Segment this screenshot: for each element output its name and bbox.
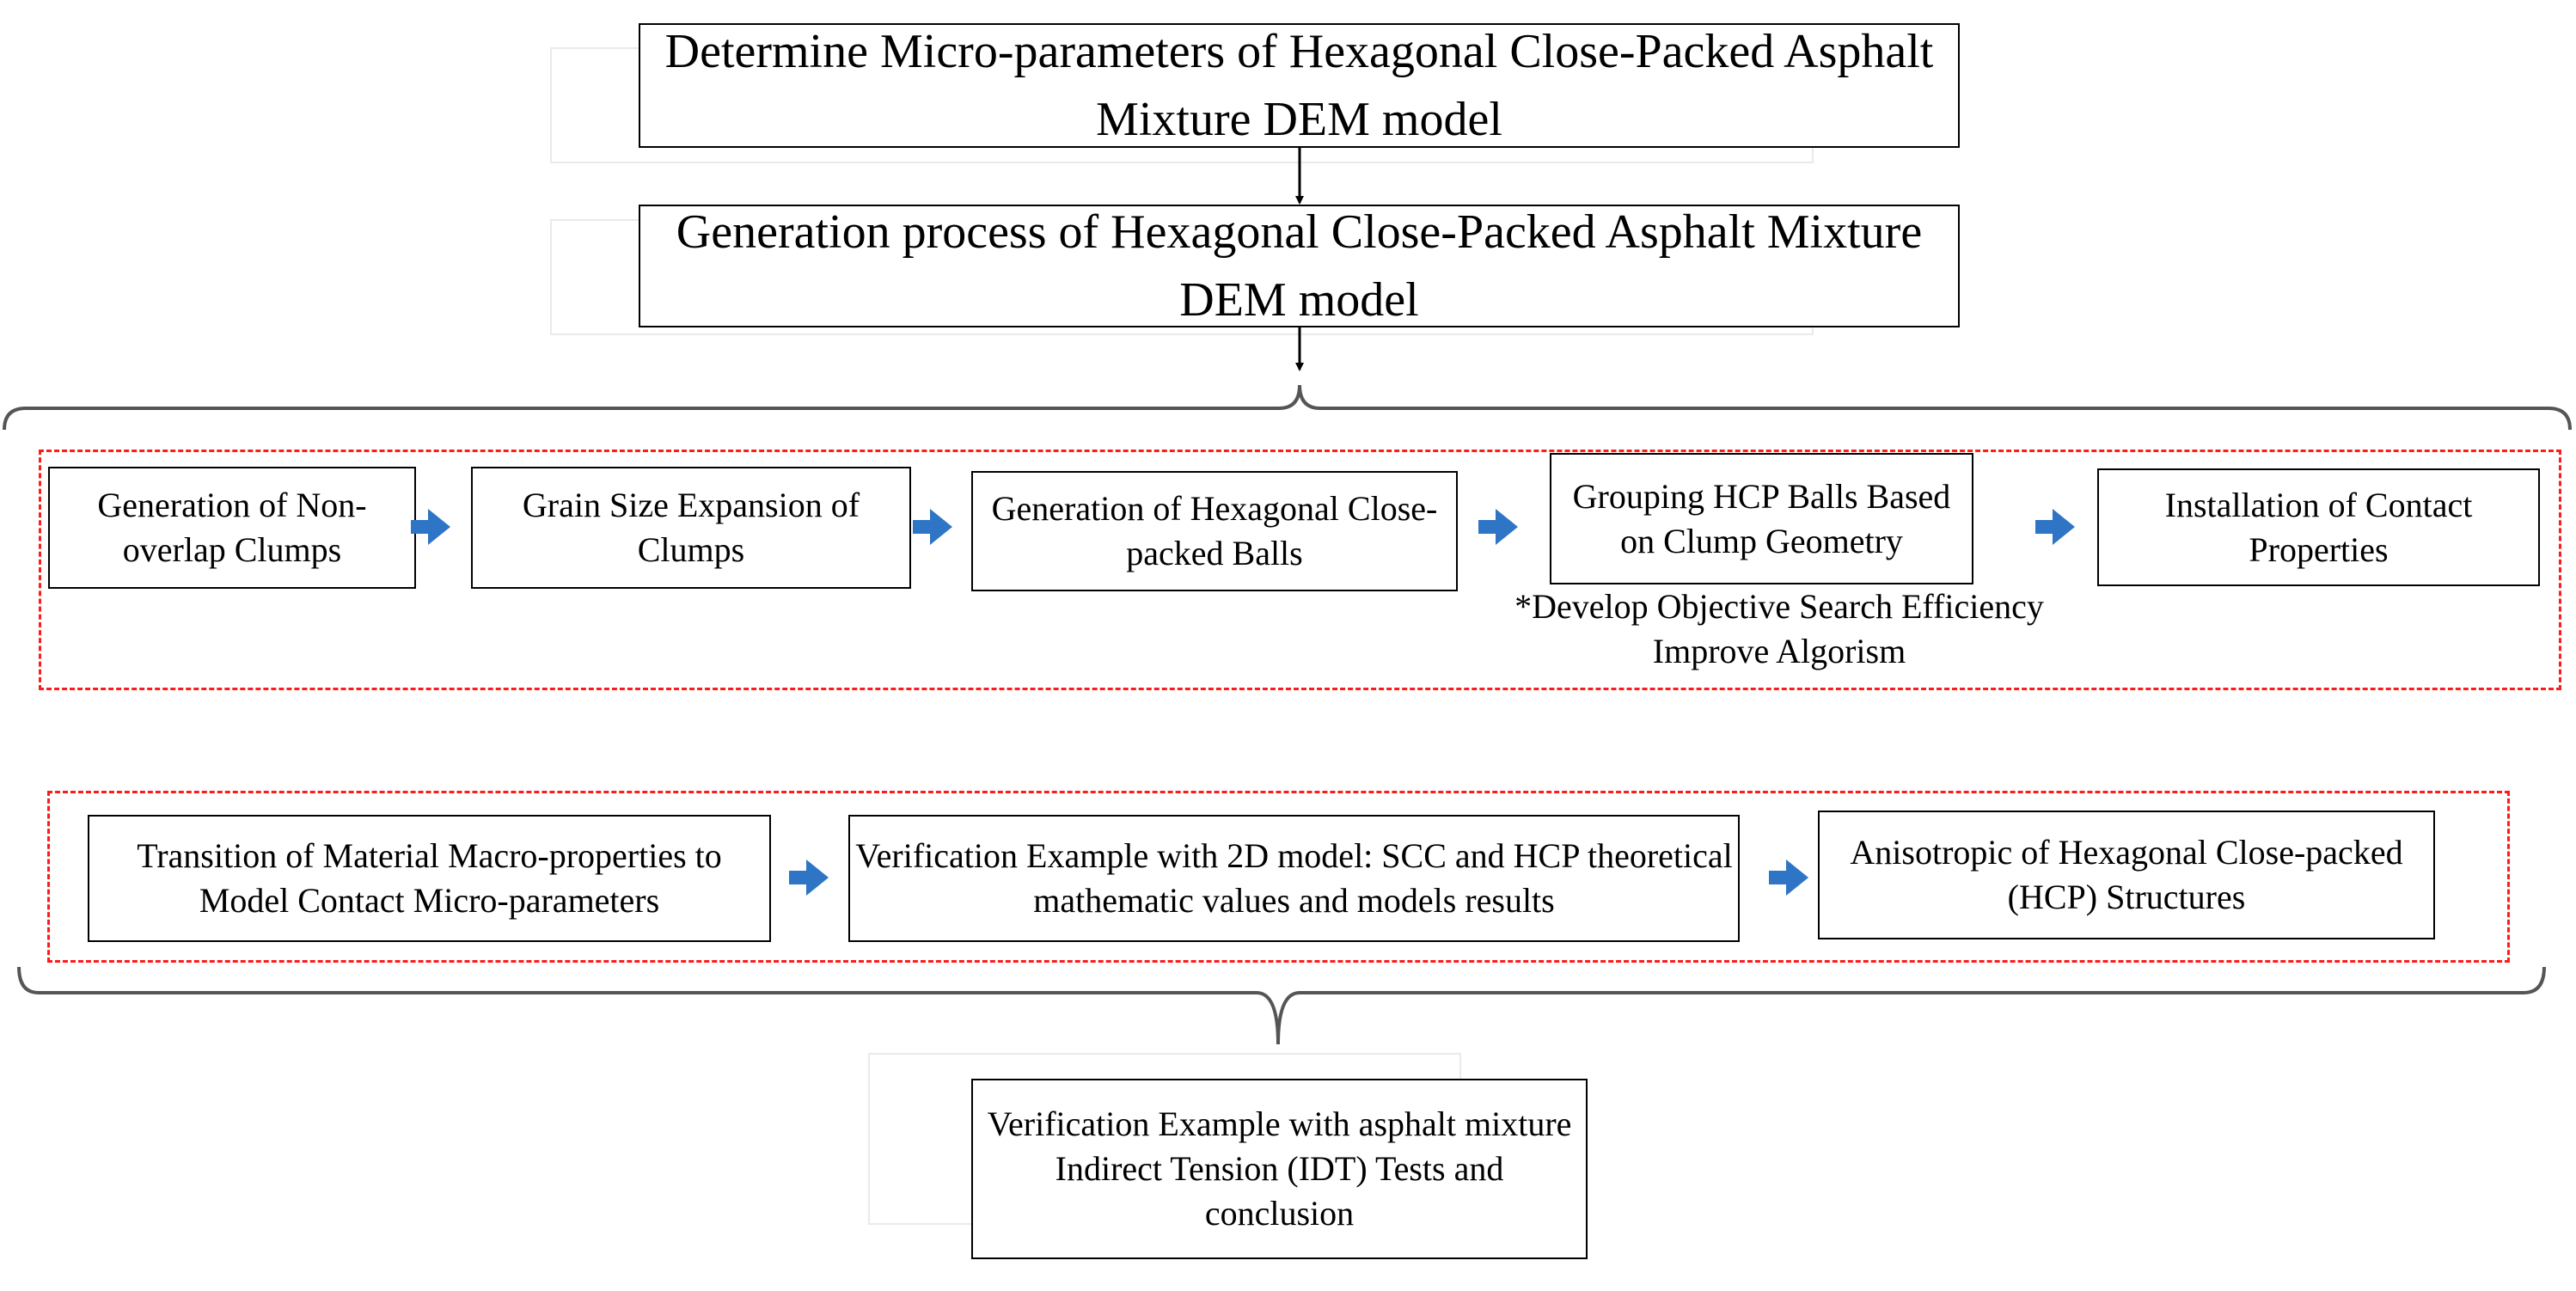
search-efficiency-note: *Develop Objective Search Efficiency Imp… xyxy=(1514,587,2044,670)
verification-steps-group xyxy=(47,791,2510,963)
blue-arrow-6 xyxy=(1769,860,1808,896)
step-7-text: Verification Example with 2D model: SCC … xyxy=(855,836,1733,920)
blue-arrow-5 xyxy=(789,860,829,896)
step-anisotropic-hcp: Anisotropic of Hexagonal Close-packed (H… xyxy=(1818,811,2435,939)
blue-arrow-2 xyxy=(913,509,952,545)
final-box-text: Verification Example with asphalt mixtur… xyxy=(987,1104,1572,1233)
step-2-text: Grain Size Expansion of Clumps xyxy=(522,486,860,569)
blue-arrow-1 xyxy=(411,509,450,545)
lower-brace xyxy=(17,966,2546,1045)
step-3-text: Generation of Hexagonal Close-packed Bal… xyxy=(991,489,1438,572)
upper-brace xyxy=(3,384,2572,431)
blue-arrow-4 xyxy=(2035,509,2075,545)
step-6-text: Transition of Material Macro-properties … xyxy=(137,836,722,920)
step-8-text: Anisotropic of Hexagonal Close-packed (H… xyxy=(1850,833,2403,916)
generation-steps-group xyxy=(39,450,2561,690)
step-installation-contact-properties: Installation of Contact Properties xyxy=(2097,468,2540,586)
step-generation-hcp-balls: Generation of Hexagonal Close-packed Bal… xyxy=(971,471,1458,591)
step-5-text: Installation of Contact Properties xyxy=(2164,485,2473,569)
step-1-text: Generation of Non-overlap Clumps xyxy=(97,486,367,569)
step-verification-2d-model: Verification Example with 2D model: SCC … xyxy=(848,815,1740,942)
step-transition-macro-properties: Transition of Material Macro-properties … xyxy=(88,815,771,942)
top-box-determine-micro-parameters: Determine Micro-parameters of Hexagonal … xyxy=(639,23,1960,148)
top-box-1-text: Determine Micro-parameters of Hexagonal … xyxy=(664,25,1934,146)
final-box-idt-verification: Verification Example with asphalt mixtur… xyxy=(971,1079,1588,1259)
step-grouping-hcp-balls: Grouping HCP Balls Based on Clump Geomet… xyxy=(1550,453,1973,584)
step-grain-size-expansion: Grain Size Expansion of Clumps xyxy=(471,467,911,589)
top-box-2-text: Generation process of Hexagonal Close-Pa… xyxy=(676,205,1923,327)
step-4-text: Grouping HCP Balls Based on Clump Geomet… xyxy=(1572,476,1951,560)
step-generation-non-overlap-clumps: Generation of Non-overlap Clumps xyxy=(48,467,416,589)
blue-arrow-3 xyxy=(1478,509,1518,545)
top-box-generation-process: Generation process of Hexagonal Close-Pa… xyxy=(639,205,1960,327)
